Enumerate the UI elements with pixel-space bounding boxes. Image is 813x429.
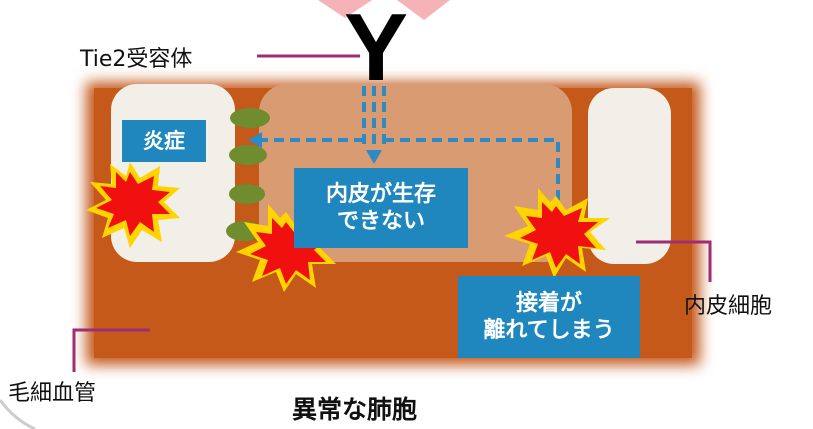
green-bubble-2 — [229, 145, 267, 165]
endothelium-survival-line1: 内皮が生存 — [325, 181, 436, 207]
inflammation-label: 炎症 — [143, 128, 185, 153]
tie2-receptor-label: Tie2受容体 — [80, 47, 193, 72]
inflammation-box: 炎症 — [122, 120, 206, 162]
capillary-label: 毛細血管 — [8, 381, 97, 406]
green-bubble-1 — [230, 108, 270, 128]
green-bubble-3 — [229, 184, 265, 204]
inflammation-burst-left — [86, 162, 180, 248]
adhesion-detach-line2: 離れてしまう — [483, 318, 615, 343]
inflammation-burst-right — [504, 188, 610, 278]
adhesion-detach-box: 接着が 離れてしまう — [458, 276, 640, 358]
endothelium-survival-box: 内皮が生存 できない — [294, 168, 468, 248]
heart-shape-left — [318, 0, 372, 18]
tie2-receptor-symbol: Y — [344, 0, 408, 101]
adhesion-detach-line1: 接着が — [515, 290, 582, 316]
arrow-head-down — [366, 150, 382, 164]
connector-lines — [72, 54, 712, 372]
abnormal-alveolus-label: 異常な肺胞 — [292, 395, 418, 424]
arrow-head-left — [248, 132, 262, 148]
background-arc — [0, 399, 36, 429]
endothelial-cell-label: 内皮細胞 — [684, 294, 773, 319]
heart-shape-right — [397, 0, 450, 20]
right-endothelial-cell — [588, 88, 671, 264]
endothelium-survival-line2: できない — [336, 209, 425, 234]
signal-arrows — [262, 86, 560, 238]
